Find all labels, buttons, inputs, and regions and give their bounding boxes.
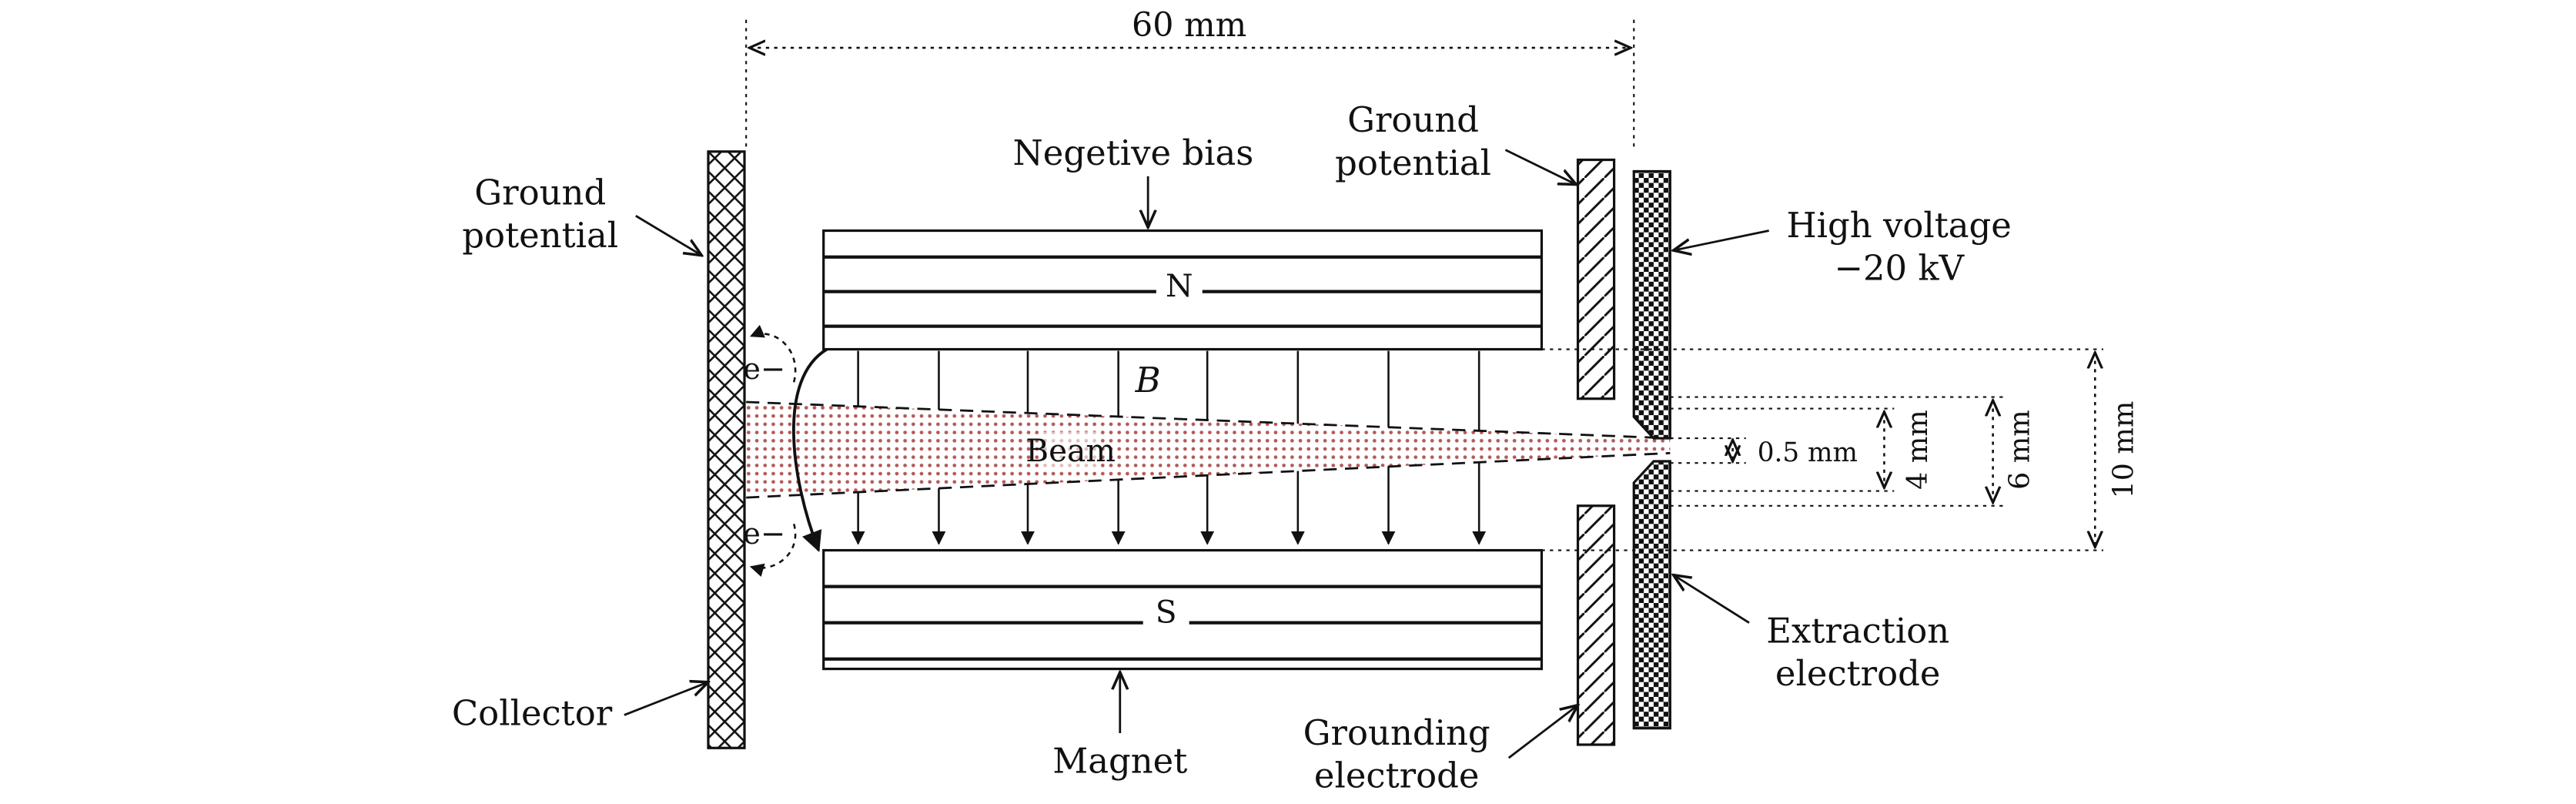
ground-potential-left-label-1: Ground [474,172,606,213]
beam-label: Beam [1025,432,1116,469]
ground-potential-top-arrow [1504,149,1576,185]
plasma-boundary-curve [792,347,828,553]
extraction-electrode-bottom [1632,460,1671,730]
ground-potential-top-label-2: potential [1335,142,1491,183]
electron-bottom-label: e− [743,517,785,551]
ion-beam [746,402,1671,498]
extraction-electrode-top [1632,169,1671,440]
ground-potential-top-label-1: Ground [1347,99,1479,140]
magnet-south-label: S [1156,594,1177,631]
grounding-electrode-top [1576,158,1616,400]
magnet-north-label: N [1166,267,1193,304]
dimension-arrows-right [1733,353,2096,547]
negative-bias-label: Negetive bias [1013,132,1254,173]
high-voltage-label-2: −20 kV [1834,248,1965,289]
dimension-60mm: 60 mm [745,6,1635,152]
grounding-electrode-label-2: electrode [1314,755,1480,796]
magnet-south: S [822,548,1544,671]
electron-top: e− [743,324,797,387]
electron-top-label: e− [743,352,785,387]
ground-potential-left-arrow [635,215,702,255]
dimension-0-5mm-label: 0.5 mm [1758,437,1858,468]
magnet-north: N [822,229,1544,351]
dimension-4mm-label: 4 mm [1901,410,1934,490]
dimension-6mm-label: 6 mm [2003,410,2036,490]
dimension-lines-right [1541,348,2103,551]
grounding-electrode-bottom [1576,504,1616,746]
electron-bottom: e− [743,517,797,578]
dimension-60mm-label: 60 mm [1132,6,1246,45]
collector-plate [707,150,746,749]
grounding-electrode-arrow [1507,705,1578,759]
extraction-electrode-arrow [1674,575,1750,624]
collector-label: Collector [452,692,613,733]
field-b-label: B [1135,360,1161,400]
extraction-electrode-label-2: electrode [1775,653,1941,694]
grounding-electrode-label-1: Grounding [1303,712,1490,753]
extraction-electrode-label-1: Extraction [1766,610,1949,651]
magnet-label: Magnet [1052,740,1187,781]
ground-potential-left-label-2: potential [462,215,618,256]
high-voltage-arrow [1674,229,1769,251]
high-voltage-label-1: High voltage [1787,205,2012,246]
collector-arrow [624,682,708,716]
dimension-10mm-label: 10 mm [2106,401,2139,499]
